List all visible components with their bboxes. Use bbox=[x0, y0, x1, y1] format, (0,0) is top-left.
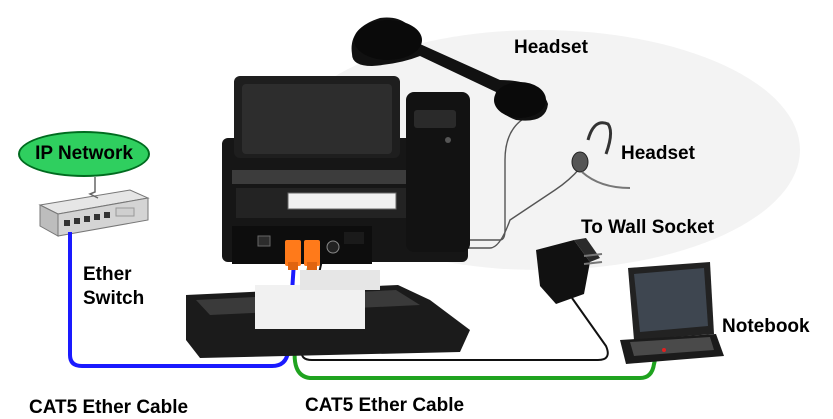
headset-icon bbox=[571, 121, 631, 189]
wall-socket-label: To Wall Socket bbox=[581, 217, 715, 238]
ether-switch-label-line1: Ether bbox=[83, 264, 132, 285]
blue-ether-cable bbox=[68, 232, 296, 368]
notebook-icon bbox=[620, 262, 724, 364]
network-link-line bbox=[88, 177, 99, 199]
handset-receiver-icon bbox=[351, 17, 548, 121]
headset-label: Headset bbox=[621, 143, 695, 164]
ip-network-label: IP Network bbox=[35, 143, 133, 164]
notebook-label: Notebook bbox=[722, 316, 810, 337]
power-adapter-icon bbox=[536, 238, 603, 304]
ip-phone-icon bbox=[186, 76, 470, 358]
ether-switch-label-line2: Switch bbox=[83, 288, 145, 309]
cat5-cable-label-right: CAT5 Ether Cable bbox=[305, 395, 465, 416]
handset-label: Headset bbox=[514, 37, 588, 58]
headset-cord bbox=[450, 167, 581, 249]
ip-network-cloud: IP Network bbox=[18, 131, 150, 177]
cat5-cable-label-left: CAT5 Ether Cable bbox=[29, 397, 189, 418]
ethernet-switch-icon bbox=[38, 189, 150, 237]
